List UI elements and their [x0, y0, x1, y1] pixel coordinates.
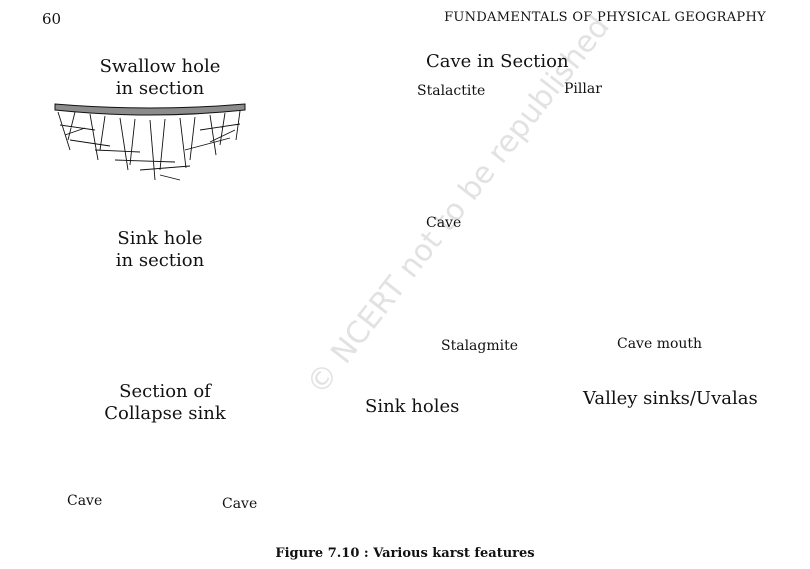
figure-caption: Figure 7.10 : Various karst features — [275, 546, 535, 561]
cave-mouth-label: Cave mouth — [617, 336, 703, 352]
stalactite-label: Stalactite — [417, 83, 486, 99]
collapse-sink-title-line2: Collapse sink — [104, 403, 226, 424]
cave-label: Cave — [426, 215, 462, 231]
sink-hole-title-line1: Sink hole — [117, 228, 203, 249]
collapse-sink-title: Section of Collapse sink — [85, 381, 245, 425]
swallow-hole-drawing — [54, 103, 246, 181]
running-head: FUNDAMENTALS OF PHYSICAL GEOGRAPHY — [444, 10, 766, 25]
sink-hole-title-line2: in section — [115, 250, 205, 271]
page-number: 60 — [42, 10, 62, 28]
pillar-label: Pillar — [564, 81, 602, 97]
cave-section-title: Cave in Section — [426, 51, 569, 72]
collapse-sink-cave-right-label: Cave — [222, 496, 258, 512]
swallow-hole-title-line2: in section — [115, 78, 205, 99]
valley-sinks-title: Valley sinks/Uvalas — [583, 388, 758, 409]
sink-holes-title: Sink holes — [365, 396, 460, 417]
stalagmite-label: Stalagmite — [441, 338, 519, 354]
collapse-sink-title-line1: Section of — [119, 381, 211, 402]
swallow-hole-title: Swallow hole in section — [80, 56, 240, 100]
collapse-sink-cave-left-label: Cave — [67, 493, 103, 509]
sink-hole-title: Sink hole in section — [80, 228, 240, 272]
swallow-hole-title-line1: Swallow hole — [99, 56, 221, 77]
